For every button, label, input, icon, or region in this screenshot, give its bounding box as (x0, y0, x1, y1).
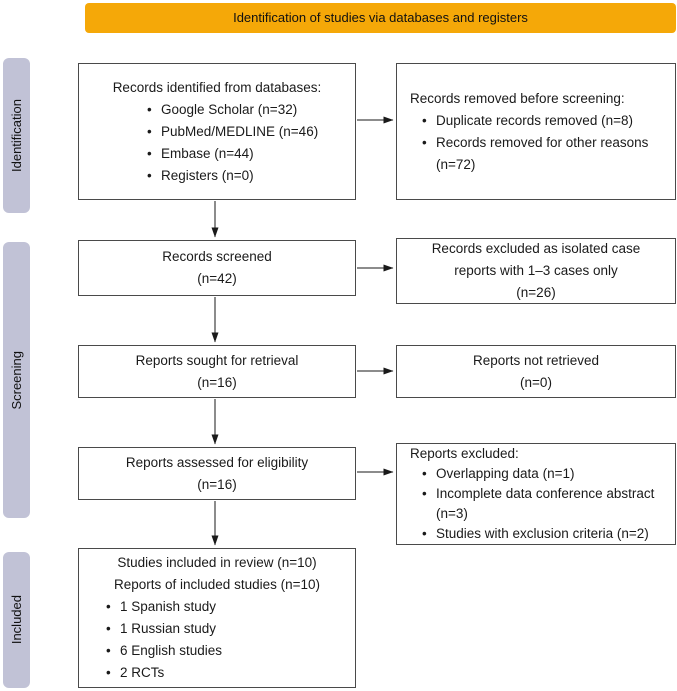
list-item: Incomplete data conference abstract (n=3… (422, 484, 667, 524)
records-screened-label: Records screened (162, 249, 272, 264)
stage-identification: Identification (3, 58, 30, 213)
box-reports-assessed: Reports assessed for eligibility (n=16) (78, 447, 356, 500)
list-item: Google Scholar (n=32) (147, 99, 355, 121)
box-records-identified: Records identified from databases: Googl… (78, 63, 356, 200)
stage-screening: Screening (3, 242, 30, 518)
box-records-removed-title: Records removed before screening: (410, 90, 625, 106)
list-item: Studies with exclusion criteria (n=2) (422, 524, 667, 544)
box-records-removed: Records removed before screening: Duplic… (396, 63, 676, 200)
reports-assessed-count: (n=16) (197, 476, 237, 492)
box-records-identified-title: Records identified from databases: (112, 79, 322, 95)
box-studies-included: Studies included in review (n=10) Report… (78, 548, 356, 688)
box-records-screened: Records screened (n=42) (78, 240, 356, 296)
box-records-excluded-isolated: Records excluded as isolated case report… (396, 238, 676, 304)
records-identified-list: Google Scholar (n=32) PubMed/MEDLINE (n=… (79, 99, 355, 187)
stage-included: Included (3, 552, 30, 688)
records-removed-list: Duplicate records removed (n=8) Records … (410, 110, 667, 176)
list-item: PubMed/MEDLINE (n=46) (147, 121, 355, 143)
studies-included-title1: Studies included in review (n=10) (117, 555, 317, 570)
reports-sought-label: Reports sought for retrieval (135, 352, 299, 368)
list-item: 6 English studies (106, 640, 355, 662)
list-item: 1 Spanish study (106, 596, 355, 618)
box-reports-not-retrieved: Reports not retrieved (n=0) (396, 345, 676, 398)
box-reports-excluded: Reports excluded: Overlapping data (n=1)… (396, 443, 676, 545)
records-excluded-isolated-count: (n=26) (516, 285, 556, 300)
list-item: 2 RCTs (106, 662, 355, 684)
list-item: Registers (n=0) (147, 165, 355, 187)
box-reports-sought: Reports sought for retrieval (n=16) (78, 345, 356, 398)
reports-sought-count: (n=16) (197, 374, 237, 390)
banner: Identification of studies via databases … (85, 3, 676, 33)
banner-label: Identification of studies via databases … (233, 10, 528, 25)
list-item: Embase (n=44) (147, 143, 355, 165)
reports-not-retrieved-label: Reports not retrieved (472, 352, 600, 368)
reports-not-retrieved-count: (n=0) (520, 374, 552, 390)
stage-included-label: Included (8, 595, 24, 645)
list-item: Duplicate records removed (n=8) (422, 110, 667, 132)
list-item: 1 Russian study (106, 618, 355, 640)
studies-included-list: 1 Spanish study 1 Russian study 6 Englis… (79, 596, 355, 684)
list-item: Records removed for other reasons (n=72) (422, 132, 667, 176)
studies-included-title2: Reports of included studies (n=10) (114, 577, 320, 592)
reports-assessed-label: Reports assessed for eligibility (125, 454, 309, 470)
stage-identification-label: Identification (8, 99, 24, 172)
box-reports-excluded-title: Reports excluded: (410, 446, 519, 461)
records-excluded-isolated-label: Records excluded as isolated case report… (431, 241, 641, 278)
reports-excluded-list: Overlapping data (n=1) Incomplete data c… (410, 464, 667, 544)
stage-screening-label: Screening (8, 350, 24, 410)
list-item: Overlapping data (n=1) (422, 464, 667, 484)
records-screened-count: (n=42) (197, 271, 237, 286)
